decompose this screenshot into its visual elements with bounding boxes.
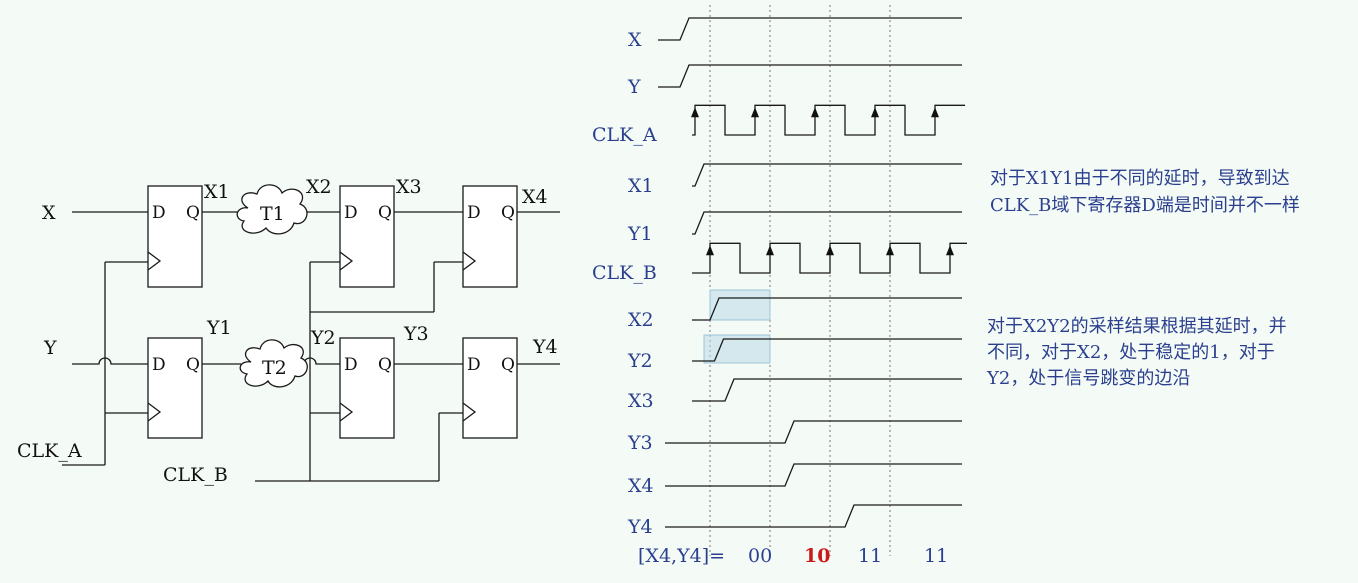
timing-label-y4: Y4	[627, 516, 653, 538]
sample-value-4: 11	[924, 545, 948, 567]
timing-label-y1: Y1	[627, 223, 653, 245]
flipflop-x1	[147, 185, 203, 288]
delay-t2-label: T2	[262, 357, 287, 379]
rising-edge-arrow	[706, 245, 714, 256]
note-1-line-1: 对于X1Y1由于不同的延时，导致到达	[990, 168, 1290, 189]
flipflop-y4	[462, 337, 518, 439]
trace-x	[658, 17, 962, 41]
net-label-y4: Y4	[532, 336, 558, 358]
delay-t1-label: T1	[260, 203, 285, 225]
timing-label-x4: X4	[628, 475, 654, 497]
sample-prefix: [X4,Y4]=	[638, 545, 725, 567]
input-clk-a-label: CLK_A	[17, 440, 82, 462]
pin-q: Q	[501, 203, 515, 223]
pin-d: D	[467, 355, 481, 375]
trace-clk-a	[692, 104, 965, 136]
trace-clk-b	[692, 242, 967, 274]
sample-value-3: 11	[858, 545, 882, 567]
x2-sampling-window	[709, 289, 771, 321]
trace-y4	[665, 504, 962, 528]
note-1-line-2: CLK_B域下寄存器D端是时间并不一样	[990, 195, 1300, 216]
trace-y2	[692, 338, 962, 362]
timing-label-x3: X3	[628, 390, 654, 412]
trace-x3	[692, 378, 962, 402]
rising-edge-arrow	[691, 107, 699, 118]
sampling-windows	[703, 289, 771, 364]
trace-x1	[692, 163, 962, 187]
trace-x2	[692, 297, 962, 321]
input-clk-b-label: CLK_B	[163, 464, 228, 486]
timing-label-x2: X2	[628, 309, 654, 331]
net-label-x2: X2	[306, 176, 332, 198]
delay-cloud-t2: T2	[239, 339, 308, 388]
timing-label-clk-a: CLK_A	[592, 124, 657, 146]
pin-d: D	[344, 355, 358, 375]
net-label-y1: Y1	[206, 317, 232, 339]
note-2-line-2: 不同，对于X2，处于稳定的1，对于	[987, 342, 1275, 363]
trace-x4	[665, 463, 962, 487]
rising-edge-arrow	[931, 107, 939, 118]
rising-edge-arrow	[826, 245, 834, 256]
rising-edge-arrow	[886, 245, 894, 256]
net-label-x3: X3	[396, 176, 422, 198]
trace-y3	[665, 420, 962, 444]
annotation-notes: 对于X1Y1由于不同的延时，导致到达 CLK_B域下寄存器D端是时间并不一样 对…	[986, 168, 1300, 389]
trace-y1	[692, 211, 962, 235]
timing-label-y: Y	[627, 76, 641, 98]
rising-edge-arrow	[766, 245, 774, 256]
flipflop-pin-labels: D Q D Q D Q D Q D Q D Q	[152, 203, 515, 375]
note-2-line-3: Y2，处于信号跳变的边沿	[986, 368, 1190, 389]
sample-value-2: 10	[804, 545, 830, 567]
timing-label-y2: Y2	[627, 350, 653, 372]
sample-value-1: 00	[748, 545, 772, 567]
net-label-x1: X1	[204, 181, 230, 203]
flipflop-x3	[339, 185, 395, 288]
input-x-label: X	[42, 202, 56, 224]
pin-q: Q	[186, 355, 200, 375]
rising-edge-arrow	[871, 107, 879, 118]
trace-y	[658, 64, 962, 88]
timing-gridlines	[709, 5, 891, 556]
pin-q: Q	[186, 203, 200, 223]
flipflop-y1	[147, 337, 203, 439]
note-2-line-1: 对于X2Y2的采样结果根据其延时，并	[987, 316, 1287, 337]
timing-label-y3: Y3	[627, 432, 653, 454]
net-labels: X1 X2 X3 X4 Y1 Y2 Y3 Y4	[204, 176, 558, 358]
net-label-y2: Y2	[310, 327, 336, 349]
net-label-x4: X4	[522, 186, 548, 208]
delay-cloud-t1: T1	[236, 184, 308, 235]
net-label-y3: Y3	[403, 323, 429, 345]
timing-label-x: X	[628, 29, 642, 51]
sample-result-row: [X4,Y4]= 00 10 11 11	[638, 545, 948, 567]
input-y-label: Y	[43, 337, 57, 359]
timing-traces	[658, 17, 967, 528]
rising-edge-arrow	[811, 107, 819, 118]
pin-d: D	[152, 203, 166, 223]
pin-d: D	[152, 355, 166, 375]
timing-label-x1: X1	[628, 175, 654, 197]
pin-q: Q	[378, 203, 392, 223]
pin-q: Q	[378, 355, 392, 375]
clock-input-markers	[147, 251, 477, 422]
rising-edge-arrow	[946, 245, 954, 256]
pin-d: D	[467, 203, 481, 223]
circuit-wires	[62, 211, 560, 482]
circuit-schematic: X Y CLK_A CLK_B D Q D Q D Q D Q	[17, 176, 560, 486]
pin-q: Q	[501, 355, 515, 375]
rising-edge-arrow	[751, 107, 759, 118]
flipflop-x4	[462, 185, 518, 288]
pin-d: D	[344, 203, 358, 223]
flipflop-y3	[339, 337, 395, 439]
timing-label-clk-b: CLK_B	[592, 262, 657, 284]
